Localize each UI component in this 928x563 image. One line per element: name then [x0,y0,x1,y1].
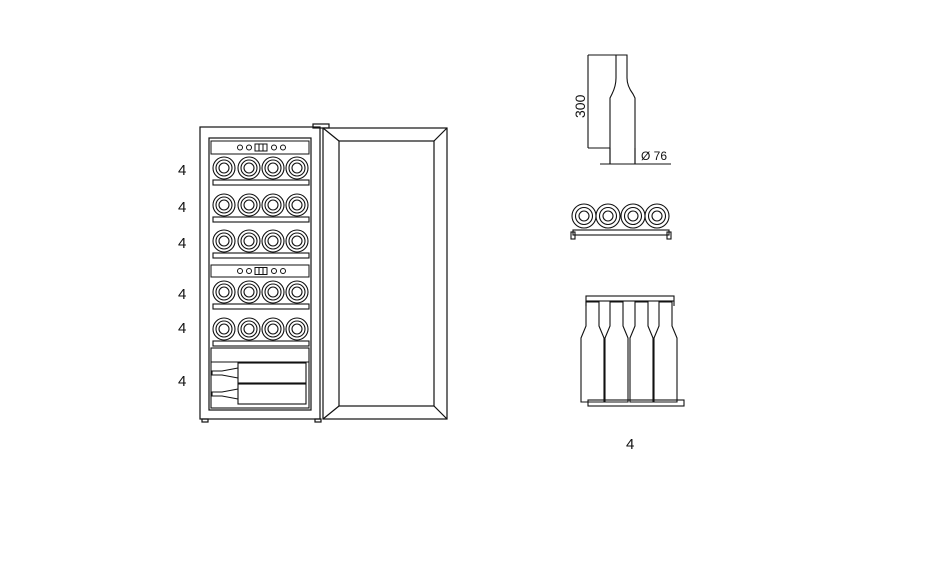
shelf-count-label-3: 4 [178,235,186,252]
cabinet-top-hinge [312,123,330,129]
shelf-row-2 [212,193,310,223]
door-outer-frame [322,127,448,420]
bottle-end [212,317,236,341]
shelf-count-label-6: 4 [178,373,186,390]
bottle-end [285,193,309,217]
bottle-end [237,317,261,341]
shelf-count-label-5: 4 [178,320,186,337]
shelf-row-1 [212,156,310,186]
cabinet-inner-frame [208,137,312,411]
standing-bottle-2 [604,301,629,403]
bottle-end [212,229,236,253]
bottle-end [237,229,261,253]
bottle-end [261,317,285,341]
front-shelf-tray [572,229,670,236]
side-view-count-label: 4 [626,436,634,453]
bottle-dimension-drawing [587,54,671,165]
bottle-end [285,317,309,341]
bottom-drawer-frame [210,347,310,409]
side-shelf-base [587,399,685,407]
bottle-outline [609,54,636,165]
control-panel-lower-display [254,267,268,275]
bottle-end [261,229,285,253]
shelf-count-labels: 4 4 4 4 4 4 [178,162,186,390]
bottle-end [261,193,285,217]
cabinet [199,123,330,423]
shelf-row-3 [212,229,310,259]
cabinet-shelves [212,156,310,347]
shelf-row-4 [212,280,310,310]
bottom-drawer [210,347,310,409]
shelf-count-label-1: 4 [178,162,186,179]
front-shelf-bracket [570,231,576,240]
control-panel-upper-frame [210,140,310,155]
shelf-tray [212,303,310,310]
lying-bottle-2 [237,383,307,405]
shelf-count-label-2: 4 [178,199,186,216]
control-panel-lower [210,264,310,278]
bottle-end [237,193,261,217]
bottle-diameter-label: Ø 76 [641,149,667,163]
lying-bottle-1 [237,362,307,384]
control-panel-upper [210,140,310,155]
open-door [322,127,448,420]
bottle-end [261,280,285,304]
bottle-end [212,193,236,217]
bottle-end [285,280,309,304]
shelf-tray [212,340,310,347]
shelf-tray [212,179,310,186]
bottle-end [285,156,309,180]
control-panel-upper-display [254,143,268,152]
front-bottle-end [620,203,646,229]
cabinet-foot-right [314,418,322,423]
bottle-end [285,229,309,253]
bottle-height-label: 300 [572,94,588,118]
control-panel-lower-frame [210,264,310,278]
front-bottle-end [571,203,597,229]
shelf-tray [212,216,310,223]
shelf-row-5 [212,317,310,347]
front-bottle-end [595,203,621,229]
standing-bottle-1 [580,301,605,403]
side-shelf-rack [585,295,675,302]
standing-bottle-3 [629,301,654,403]
door-glass-panel [338,140,435,407]
cabinet-outer-frame [199,126,321,420]
shelf-count-label-4: 4 [178,286,186,303]
shelf-front-view [570,203,672,240]
bottle-end [212,280,236,304]
bottle-end [212,156,236,180]
cabinet-foot-left [201,418,209,423]
standing-bottle-4 [653,301,678,403]
shelf-tray [212,252,310,259]
bottle-end [261,156,285,180]
bottle-end [237,156,261,180]
front-shelf-bracket [666,231,672,240]
shelf-side-view [580,295,685,407]
bottle-end [237,280,261,304]
front-bottle-end [644,203,670,229]
